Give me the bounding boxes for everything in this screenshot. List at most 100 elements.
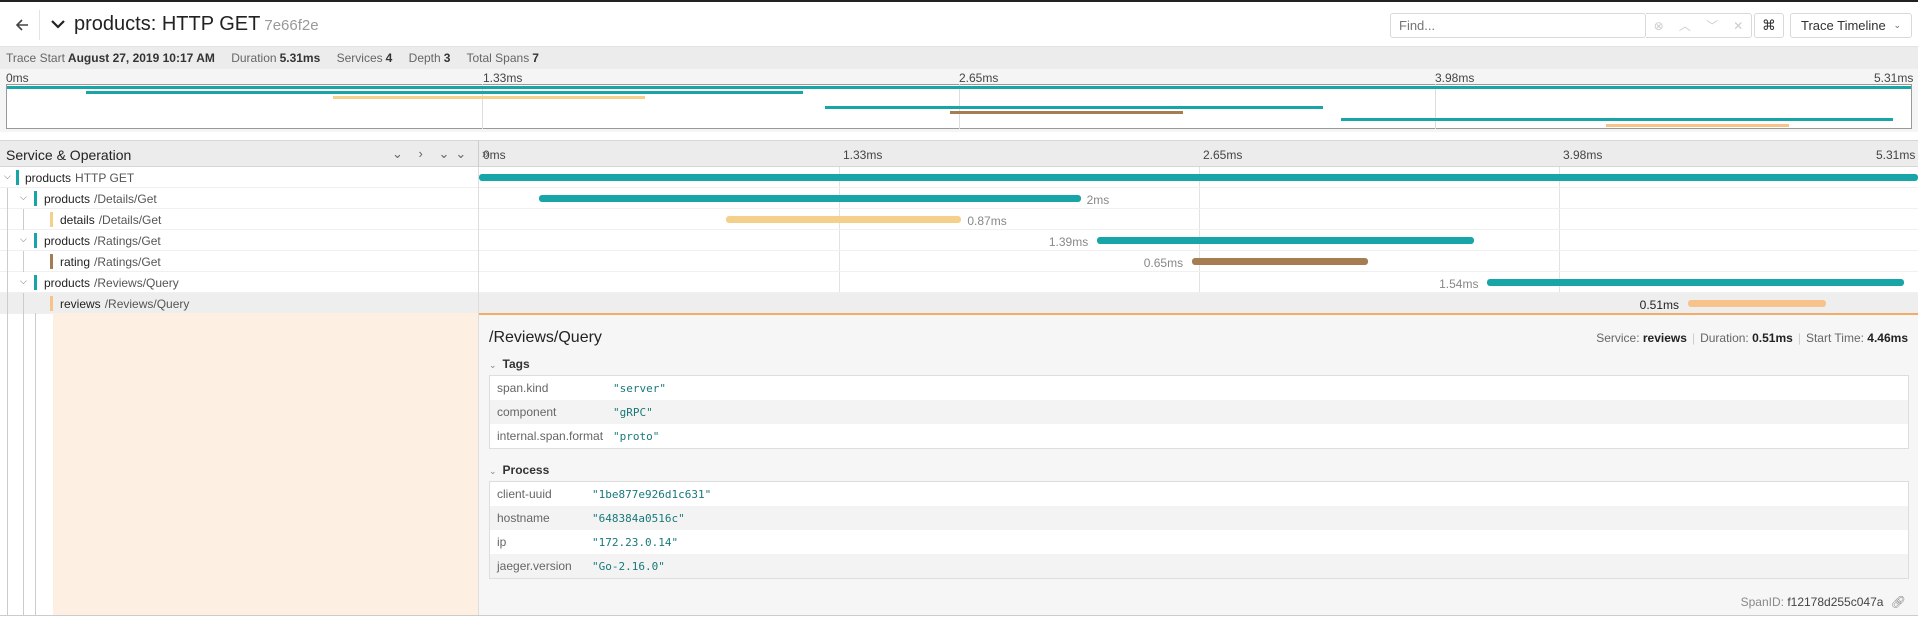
find-input[interactable]	[1390, 13, 1646, 38]
selected-span-gutter	[53, 313, 478, 615]
minimap-tick: 1.33ms	[483, 71, 523, 85]
chevron-up-icon[interactable]: ︿	[1678, 19, 1691, 33]
span-name[interactable]: rating/Ratings/Get	[60, 251, 161, 272]
kv-row: internal.span.format "proto"	[490, 424, 1908, 448]
span-detail-panel: /Reviews/Query Service: reviews|Duration…	[479, 313, 1918, 615]
clear-search-icon[interactable]: ⊗	[1653, 18, 1664, 33]
detail-tree-gutter	[0, 313, 478, 615]
span-bar[interactable]	[725, 216, 962, 223]
chevron-down-icon[interactable]: ⌵	[20, 234, 27, 244]
span-service: products	[25, 170, 72, 185]
view-select[interactable]: Trace Timeline ⌄	[1790, 13, 1912, 38]
span-bar[interactable]	[1096, 237, 1474, 244]
kv-key: ip	[497, 535, 507, 549]
chevron-down-icon[interactable]: ⌵	[20, 192, 27, 202]
kv-row: ip "172.23.0.14"	[490, 530, 1908, 554]
timeline-gridline	[839, 167, 840, 313]
span-row[interactable]: ⌵ products/Details/Get 2ms	[0, 188, 1918, 209]
service-operation-title: Service & Operation	[6, 147, 132, 163]
span-duration-label: 0.65ms	[1143, 256, 1184, 270]
duration-label: Duration:	[1700, 331, 1749, 345]
kv-value: "172.23.0.14"	[592, 535, 679, 549]
span-bar[interactable]	[538, 195, 1081, 202]
span-detail-title: /Reviews/Query	[489, 329, 602, 346]
view-select-value: Trace Timeline	[1801, 18, 1886, 33]
kv-key: hostname	[497, 511, 550, 525]
kv-value: "proto"	[613, 429, 660, 443]
duration-value: 5.31ms	[279, 51, 321, 65]
kv-row: span.kind"server"	[490, 376, 1908, 400]
process-section-header[interactable]: ⌄ Process	[489, 463, 549, 477]
timeline-tick: 3.98ms	[1563, 148, 1603, 162]
span-bar[interactable]	[479, 174, 1918, 181]
minimap-tick: 5.31ms	[1874, 71, 1914, 85]
span-row[interactable]: details/Details/Get 0.87ms	[0, 209, 1918, 230]
span-operation: /Details/Get	[94, 191, 157, 206]
span-duration-label: 1.39ms	[1048, 235, 1089, 249]
timeline-tick: 0ms	[483, 148, 506, 162]
service-value: reviews	[1642, 331, 1687, 345]
process-title: Process	[502, 463, 550, 477]
minimap-tick: 3.98ms	[1435, 71, 1475, 85]
link-icon[interactable]: 🔗︎	[1890, 595, 1906, 609]
kv-row: hostname "648384a0516c"	[490, 506, 1908, 530]
span-service: reviews	[60, 296, 101, 311]
chevron-down-icon[interactable]: ⌵	[4, 171, 11, 181]
service-color-stripe	[50, 212, 53, 227]
back-button[interactable]	[4, 10, 40, 40]
depth-label: Depth	[408, 51, 441, 65]
span-name[interactable]: products/Reviews/Query	[44, 272, 179, 293]
span-name[interactable]: reviews/Reviews/Query	[60, 293, 189, 314]
kv-key: client-uuid	[497, 487, 552, 501]
chevron-down-icon[interactable]: ﹀	[1706, 19, 1719, 33]
span-operation: HTTP GET	[75, 170, 135, 185]
trace-start-label: Trace Start	[6, 51, 65, 65]
span-bar[interactable]	[1191, 258, 1368, 265]
span-name[interactable]: products/Details/Get	[44, 188, 157, 209]
keyboard-shortcuts-button[interactable]: ⌘	[1754, 13, 1784, 38]
span-name[interactable]: details/Details/Get	[60, 209, 161, 230]
minimap-tick: 0ms	[6, 71, 29, 85]
kv-row: component"gRPC"	[490, 400, 1908, 424]
tags-section-header[interactable]: ⌄Tags	[489, 357, 530, 371]
column-resizer[interactable]	[478, 141, 479, 168]
kv-row: jaeger.version"Go-2.16.0"	[490, 554, 1908, 578]
minimap-span-bar	[7, 86, 1911, 89]
kv-row: client-uuid "1be877e926d1c631"	[490, 482, 1908, 506]
span-operation: /Details/Get	[98, 212, 162, 227]
span-detail-meta: Service: reviews|Duration: 0.51ms|Start …	[1596, 331, 1908, 345]
trace-id: 7e66f2e	[264, 17, 319, 34]
span-name[interactable]: products/Ratings/Get	[44, 230, 161, 251]
kv-value: "1be877e926d1c631"	[592, 487, 712, 501]
kv-key: span.kind	[497, 381, 549, 395]
span-row[interactable]: ⌵ products/Ratings/Get 1.39ms	[0, 230, 1918, 251]
span-operation: /Ratings/Get	[94, 254, 161, 269]
tree-expand-controls[interactable]: ⌄ › ⌄⌄ »	[392, 146, 496, 161]
start-time-value: 4.46ms	[1867, 331, 1908, 345]
span-operation: /Ratings/Get	[94, 233, 161, 248]
span-service: products	[44, 191, 91, 206]
kv-value: "648384a0516c"	[592, 511, 685, 525]
trace-start-value: August 27, 2019 10:17 AM	[67, 51, 215, 65]
chevron-down-icon[interactable]	[50, 14, 66, 34]
span-duration-label: 2ms	[1086, 193, 1110, 207]
chevron-down-icon: ⌄	[1893, 20, 1901, 30]
trace-minimap[interactable]: 0ms 1.33ms 2.65ms 3.98ms 5.31ms	[0, 69, 1918, 132]
kv-key: internal.span.format	[497, 429, 604, 443]
span-bar[interactable]	[1687, 300, 1826, 307]
span-duration-label: 0.87ms	[967, 214, 1007, 228]
span-operation: /Reviews/Query	[94, 275, 179, 290]
timeline-header: Service & Operation ⌄ › ⌄⌄ » 0ms 1.33ms …	[0, 140, 1918, 168]
total-spans-label: Total Spans	[466, 51, 530, 65]
service-color-stripe	[50, 296, 53, 311]
close-icon[interactable]: ✕	[1733, 18, 1744, 33]
span-row[interactable]: rating/Ratings/Get 0.65ms	[0, 251, 1918, 272]
chevron-down-icon[interactable]: ⌵	[20, 276, 27, 286]
span-bar[interactable]	[1487, 279, 1905, 286]
chevron-down-icon: ⌄	[489, 466, 497, 476]
